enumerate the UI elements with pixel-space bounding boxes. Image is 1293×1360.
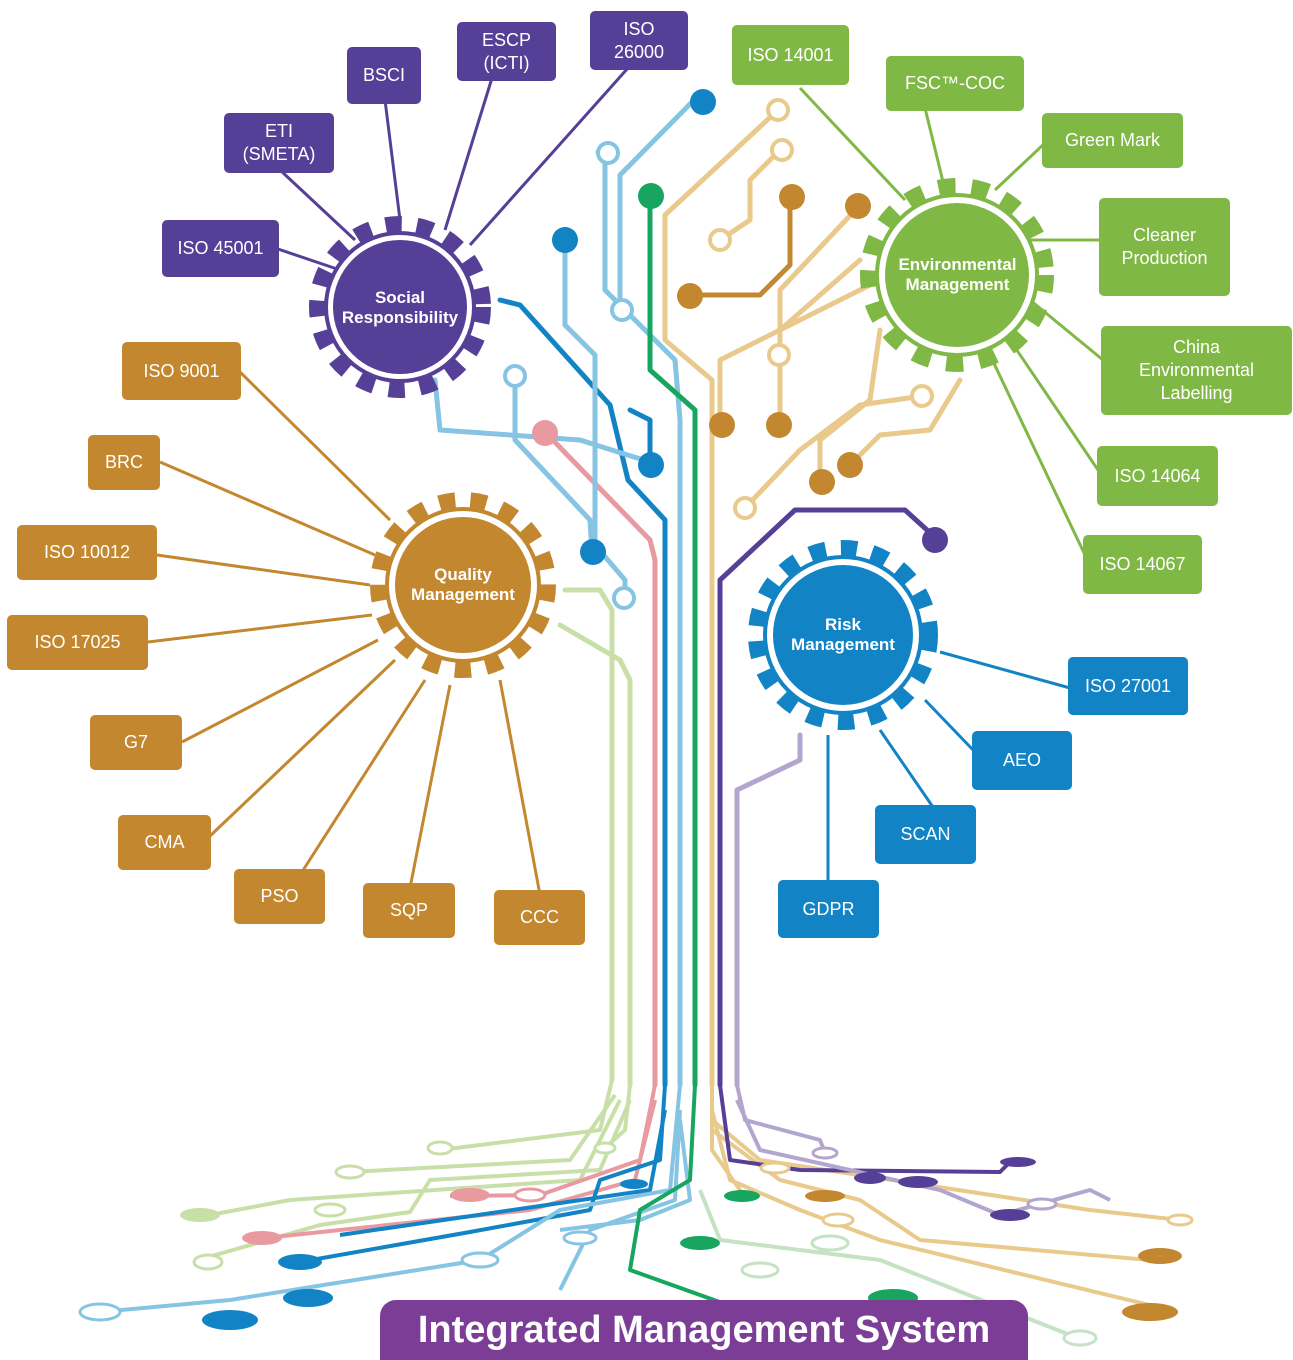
standard-bsci: BSCI [347, 47, 421, 104]
standard-pso: PSO [234, 869, 325, 924]
trace-terminals [503, 89, 948, 610]
risk-connectors [826, 650, 1071, 882]
page-title: Integrated Management System [380, 1300, 1028, 1360]
standard-gdpr: GDPR [778, 880, 879, 938]
standard-iso-14067: ISO 14067 [1083, 535, 1202, 594]
standard-escp-icti: ESCP (ICTI) [457, 22, 556, 81]
standard-china-environmental-labelling: China Environmental Labelling [1101, 326, 1292, 415]
standard-green-mark: Green Mark [1042, 113, 1183, 168]
quality-management-hub: Quality Management [411, 565, 515, 604]
standard-cma: CMA [118, 815, 211, 870]
root-terminals [78, 1140, 1194, 1347]
social-gear [309, 216, 491, 398]
standard-ccc: CCC [494, 890, 585, 945]
risk-gear [748, 540, 938, 730]
standard-brc: BRC [88, 435, 160, 490]
standard-fsc-coc: FSC™-COC [886, 56, 1024, 111]
standard-iso-10012: ISO 10012 [17, 525, 157, 580]
environmental-gear [860, 178, 1054, 372]
standard-sqp: SQP [363, 883, 455, 938]
standard-iso-45001: ISO 45001 [162, 220, 279, 277]
standard-iso-26000: ISO 26000 [590, 11, 688, 70]
social-connectors [274, 67, 630, 272]
standard-iso-14064: ISO 14064 [1097, 446, 1218, 506]
quality-gear [370, 492, 556, 678]
quality-connectors [147, 370, 542, 896]
environmental-management-hub: Environmental Management [898, 255, 1017, 294]
root-traces [99, 1079, 1181, 1337]
standard-iso-14001: ISO 14001 [732, 25, 849, 85]
social-responsibility-hub: Social Responsibility [341, 288, 459, 327]
risk-management-hub: Risk Management [791, 615, 895, 654]
environmental-connectors [798, 86, 1104, 556]
standard-eti-smeta: ETI (SMETA) [224, 113, 334, 173]
standard-aeo: AEO [972, 731, 1072, 790]
trunk-traces [432, 99, 963, 1088]
standard-g7: G7 [90, 715, 182, 770]
standard-iso-27001: ISO 27001 [1068, 657, 1188, 715]
standard-scan: SCAN [875, 805, 976, 864]
standard-iso-9001: ISO 9001 [122, 342, 241, 400]
standard-cleaner-production: Cleaner Production [1099, 198, 1230, 296]
standard-iso-17025: ISO 17025 [7, 615, 148, 670]
